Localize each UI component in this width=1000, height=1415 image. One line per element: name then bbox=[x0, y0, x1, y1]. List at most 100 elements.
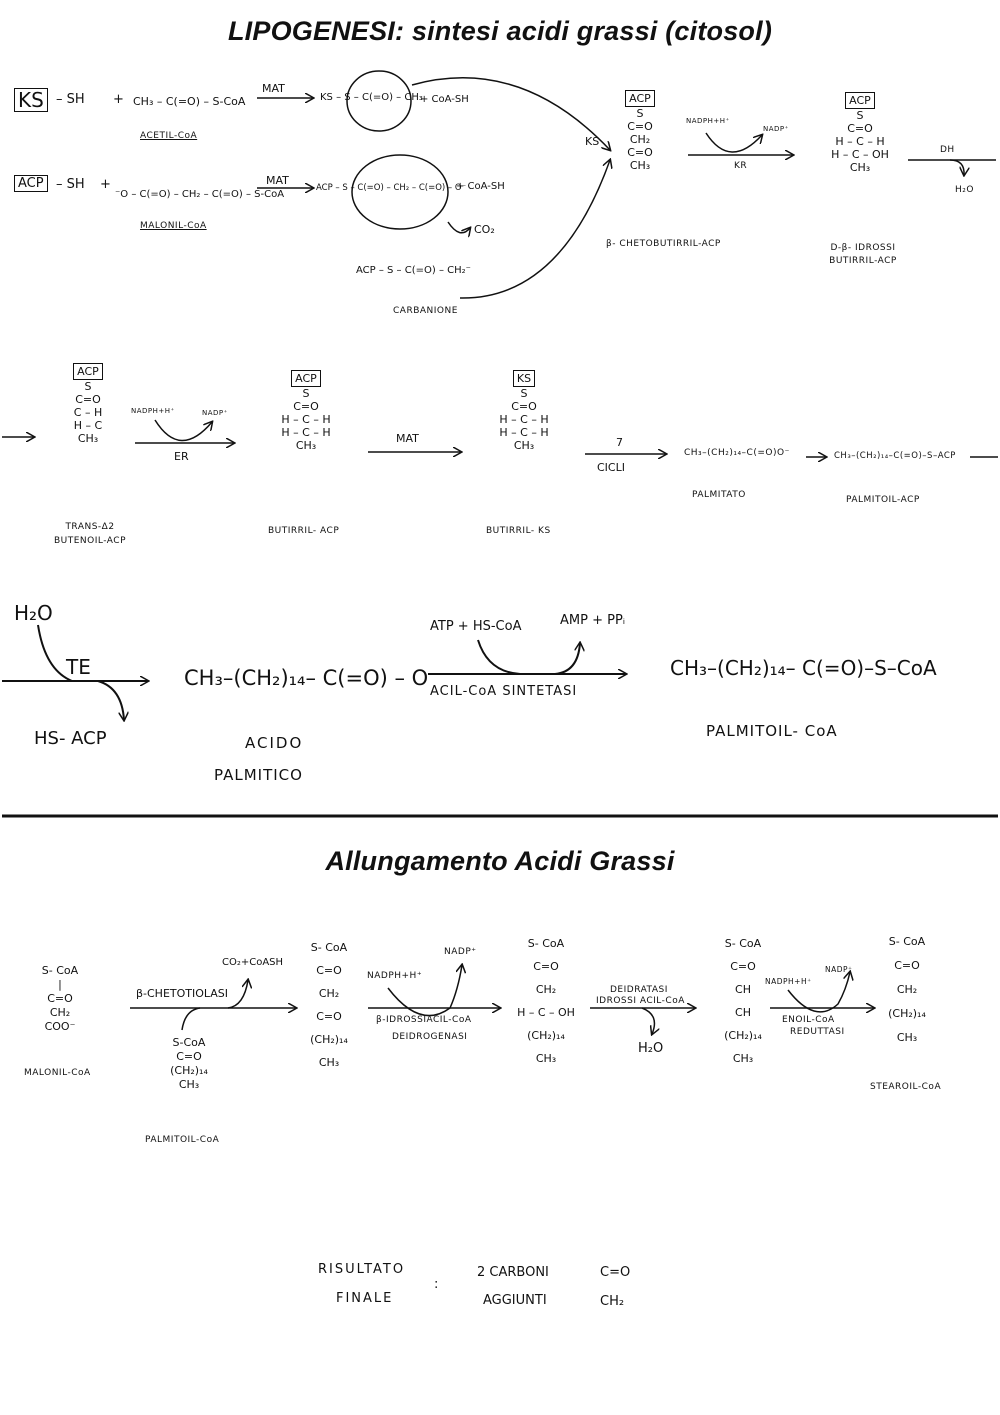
acetyl-coa-formula: CH₃ – C(=O) – S-CoA bbox=[133, 95, 246, 108]
coash-2: + CoA-SH bbox=[456, 181, 505, 192]
curve-acetyl-to-ks bbox=[411, 77, 610, 150]
synthetase-out: AMP + PPᵢ bbox=[560, 613, 626, 628]
elong-palmitoyl-line-0: S-CoA bbox=[172, 1036, 206, 1049]
butenoyl-line-0: S bbox=[84, 380, 92, 393]
butenoyl-acp: ACP S C=O C – H H – C CH₃ bbox=[56, 363, 120, 445]
thiolase-enzyme: β-CHETOTIOLASI bbox=[136, 987, 229, 1000]
er-enzyme: ER bbox=[174, 450, 189, 463]
hydroxybutyryl-line-4: CH₃ bbox=[849, 161, 871, 174]
palmitoyl-acp-label: PALMITOIL-ACP bbox=[846, 495, 920, 505]
result-desc-2: AGGIUNTI bbox=[483, 1293, 547, 1308]
reductase1-enzyme-2: DEIDROGENASI bbox=[392, 1032, 468, 1042]
ketobutyryl-line-4: CH₃ bbox=[629, 159, 651, 172]
elong-stearoyl-line-0: S- CoA bbox=[888, 935, 926, 948]
reductase2-enzyme-2: REDUTTASI bbox=[790, 1027, 845, 1037]
hydroxybutyryl-line-0: S bbox=[856, 109, 864, 122]
hydroxybutyryl-line-1: C=O bbox=[847, 122, 873, 135]
elong-stearoyl-line-4: CH₃ bbox=[896, 1031, 918, 1044]
hydroxybutyryl-acp-head: ACP bbox=[845, 92, 875, 109]
elong-palmitoyl-coa: S-CoA C=O (CH₂)₁₄ CH₃ bbox=[164, 1036, 214, 1092]
kr-enzyme: KR bbox=[734, 161, 748, 171]
mat-label-2: MAT bbox=[266, 174, 289, 187]
malonyl-acp-product: ACP – S – C(=O) – CH₂ – C(=O) – O⁻ bbox=[316, 183, 467, 193]
butyryl-ks-line-3: H – C – H bbox=[499, 426, 549, 439]
butyryl-ks-label: BUTIRRIL- KS bbox=[486, 526, 551, 536]
butyryl-ks-line-1: C=O bbox=[511, 400, 537, 413]
ketobutyryl-line-0: S bbox=[636, 107, 644, 120]
elongation-title: Allungamento Acidi Grassi bbox=[325, 846, 675, 876]
elong-malonyl-label: MALONIL-CoA bbox=[24, 1068, 91, 1078]
result-desc-1: 2 CARBONI bbox=[477, 1265, 549, 1280]
result-label-2: FINALE bbox=[336, 1291, 394, 1306]
elong-hydroxyacyl-line-3: H – C – OH bbox=[517, 1006, 575, 1019]
er-nadph: NADPH+H⁺ bbox=[131, 407, 175, 415]
reductase2-enzyme-1: ENOIL-CoA bbox=[782, 1015, 835, 1025]
butyryl-ks-line-2: H – C – H bbox=[499, 413, 549, 426]
elong-ketoacyl-coa: S- CoA C=O CH₂ C=O (CH₂)₁₄ CH₃ bbox=[298, 936, 360, 1074]
butenoyl-line-3: H – C bbox=[73, 419, 103, 432]
ketobutyryl-label: β- CHETOBUTIRRIL-ACP bbox=[606, 239, 721, 249]
carbanion-label: CARBANIONE bbox=[393, 306, 458, 316]
palmitate-formula: CH₃–(CH₂)₁₄–C(=O)O⁻ bbox=[684, 448, 790, 458]
dehydratase-enzyme-1: DEIDRATASI bbox=[610, 985, 668, 995]
hydroxybutyryl-acp: ACP S C=O H – C – H H – C – OH CH₃ bbox=[822, 92, 898, 174]
curve-carbanion-to-ks bbox=[459, 160, 610, 299]
elong-malonyl-line-2: CH₂ bbox=[49, 1006, 71, 1019]
butyryl-acp-head: ACP bbox=[291, 370, 321, 387]
reductase2-in: NADPH+H⁺ bbox=[765, 977, 812, 986]
elong-hydroxyacyl-coa: S- CoA C=O CH₂ H – C – OH (CH₂)₁₄ CH₃ bbox=[504, 932, 588, 1070]
plus-2: + bbox=[100, 177, 111, 192]
palmitoyl-coa-label: PALMITOIL- CoA bbox=[706, 722, 838, 740]
ketobutyryl-line-1: C=O bbox=[627, 120, 653, 133]
elong-malonyl-line-3: COO⁻ bbox=[44, 1020, 76, 1033]
carbanion-formula: ACP – S – C(=O) – CH₂⁻ bbox=[356, 265, 471, 276]
butyryl-acp-line-0: S bbox=[302, 387, 310, 400]
butyryl-acp-line-4: CH₃ bbox=[295, 439, 317, 452]
butenoyl-line-1: C=O bbox=[75, 393, 101, 406]
elong-enoyl-coa: S- CoA C=O CH CH (CH₂)₁₄ CH₃ bbox=[712, 932, 774, 1070]
butenoyl-acp-head: ACP bbox=[73, 363, 103, 380]
elong-ketoacyl-line-1: C=O bbox=[316, 964, 342, 977]
te-water: H₂O bbox=[14, 601, 53, 625]
butyryl-ks-head: KS bbox=[512, 370, 536, 387]
butenoyl-line-2: C – H bbox=[73, 406, 103, 419]
lipogenesis-title: LIPOGENESI: sintesi acidi grassi (citoso… bbox=[227, 16, 773, 46]
butyryl-acp-line-3: H – C – H bbox=[281, 426, 331, 439]
cycles-count: 7 bbox=[616, 436, 623, 449]
elong-palmitoyl-line-1: C=O bbox=[176, 1050, 202, 1063]
elong-enoyl-line-4: (CH₂)₁₄ bbox=[724, 1029, 762, 1042]
reductase1-enzyme-1: β-IDROSSIACIL-CoA bbox=[376, 1015, 472, 1025]
butyryl-acp: ACP S C=O H – C – H H – C – H CH₃ bbox=[268, 370, 344, 452]
te-enzyme: TE bbox=[66, 655, 91, 679]
dh-enzyme: DH bbox=[940, 145, 955, 155]
palmitic-acid-formula: CH₃–(CH₂)₁₄– C(=O) – O⁻ bbox=[184, 666, 440, 690]
elong-enoyl-line-2: CH bbox=[735, 983, 751, 996]
acetyl-coa-label: ACETIL-CoA bbox=[140, 131, 198, 141]
elong-stearoyl-coa: S- CoA C=O CH₂ (CH₂)₁₄ CH₃ bbox=[876, 930, 938, 1050]
elong-malonyl-line-0: S- CoA bbox=[41, 964, 79, 977]
malonyl-circle bbox=[351, 154, 449, 230]
mat-label-3: MAT bbox=[396, 432, 419, 445]
ks-sh: – SH bbox=[56, 92, 85, 107]
butyryl-ks: KS S C=O H – C – H H – C – H CH₃ bbox=[486, 370, 562, 452]
ketobutyryl-line-3: C=O bbox=[627, 146, 653, 159]
hydroxybutyryl-line-3: H – C – OH bbox=[831, 148, 889, 161]
result-formula-1: C=O bbox=[600, 1265, 631, 1280]
elong-ketoacyl-line-2: CH₂ bbox=[318, 987, 340, 1000]
acetyl-ks-product: KS – S – C(=O) – CH₃ bbox=[320, 92, 423, 103]
elong-enoyl-line-3: CH bbox=[735, 1006, 751, 1019]
malonyl-coa-formula: ⁻O – C(=O) – CH₂ – C(=O) – S-CoA bbox=[115, 189, 285, 200]
reductase1-out: NADP⁺ bbox=[444, 947, 477, 957]
dehydratase-water: H₂O bbox=[638, 1041, 664, 1056]
synthetase-enzyme: ACIL-CoA SINTETASI bbox=[430, 684, 578, 699]
butyryl-ks-line-4: CH₃ bbox=[513, 439, 535, 452]
elong-ketoacyl-line-4: (CH₂)₁₄ bbox=[310, 1033, 348, 1046]
ketobutyryl-acp-head: ACP bbox=[625, 90, 655, 107]
acp-box: ACP bbox=[14, 175, 48, 192]
plus-1: + bbox=[113, 92, 124, 107]
butyryl-acp-label: BUTIRRIL- ACP bbox=[268, 526, 340, 536]
elong-ketoacyl-line-5: CH₃ bbox=[318, 1056, 340, 1069]
elong-stearoyl-line-3: (CH₂)₁₄ bbox=[888, 1007, 926, 1020]
elong-palmitoyl-label: PALMITOIL-CoA bbox=[145, 1135, 220, 1145]
